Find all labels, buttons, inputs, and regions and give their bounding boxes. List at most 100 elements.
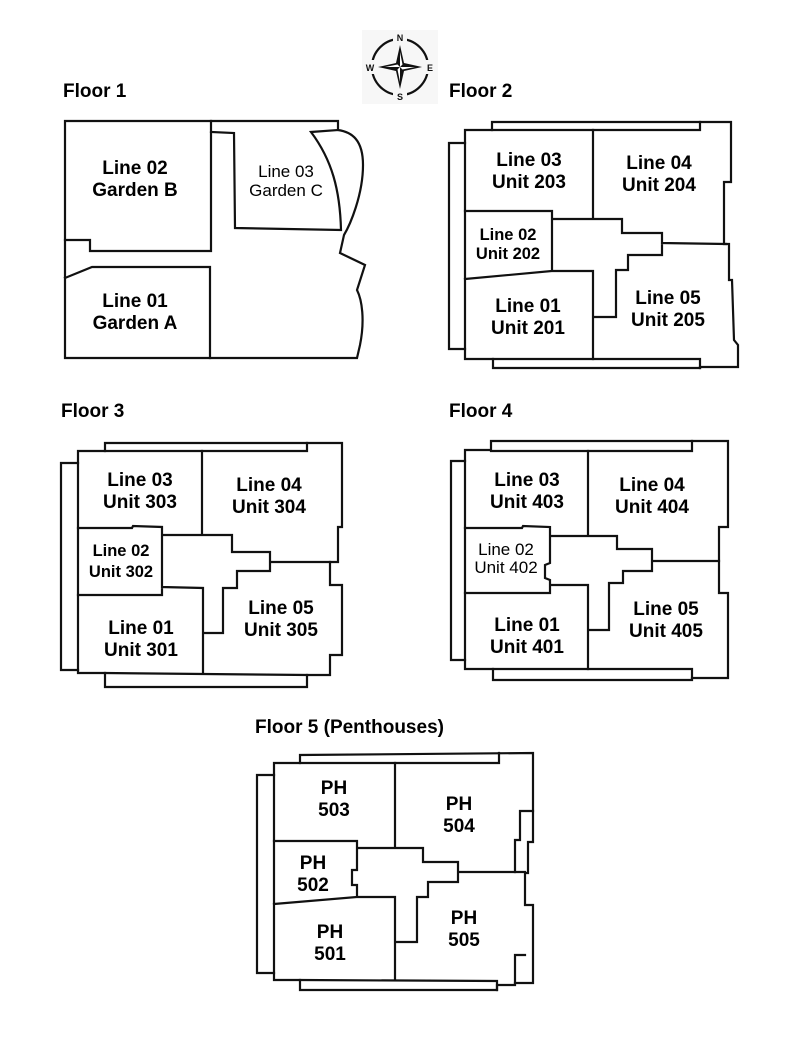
unit-label-garden-b: Line 02 Garden B bbox=[92, 158, 178, 201]
svg-text:Line 05: Line 05 bbox=[633, 599, 699, 620]
floor-2-outline bbox=[463, 120, 740, 370]
svg-text:Unit 201: Unit 201 bbox=[491, 318, 565, 339]
floor-4-outline bbox=[463, 439, 730, 682]
svg-text:505: 505 bbox=[448, 930, 480, 951]
svg-text:Garden B: Garden B bbox=[92, 180, 178, 201]
unit-label-404: Line 04 Unit 404 bbox=[615, 475, 689, 518]
svg-text:PH: PH bbox=[321, 778, 347, 799]
floor-3-plan: Floor 3 Line 03 Unit 303 Line 04 Unit 30… bbox=[59, 401, 344, 689]
svg-text:Line 05: Line 05 bbox=[635, 288, 701, 309]
balcony-bottom bbox=[491, 357, 702, 370]
svg-text:504: 504 bbox=[443, 816, 475, 837]
floor-title: Floor 4 bbox=[449, 401, 513, 422]
svg-text:Unit 301: Unit 301 bbox=[104, 640, 178, 661]
svg-text:Unit 203: Unit 203 bbox=[492, 172, 566, 193]
unit-label-205: Line 05 Unit 205 bbox=[631, 288, 705, 331]
unit-dividers bbox=[463, 128, 728, 361]
balcony-top bbox=[298, 751, 501, 765]
balcony-left bbox=[255, 773, 276, 975]
floor-3-outline bbox=[76, 441, 344, 689]
svg-text:PH: PH bbox=[300, 853, 326, 874]
svg-text:Unit 405: Unit 405 bbox=[629, 621, 703, 642]
floor-title: Floor 2 bbox=[449, 81, 512, 102]
compass-south-label: S bbox=[397, 92, 403, 102]
svg-text:Unit 305: Unit 305 bbox=[244, 620, 318, 641]
svg-text:PH: PH bbox=[451, 908, 477, 929]
unit-label-garden-a: Line 01 Garden A bbox=[93, 291, 178, 334]
unit-label-304: Line 04 Unit 304 bbox=[232, 475, 306, 518]
bay-window-right bbox=[513, 809, 535, 985]
svg-text:Unit 401: Unit 401 bbox=[490, 637, 564, 658]
svg-text:Garden C: Garden C bbox=[249, 181, 323, 200]
compass-north-label: N bbox=[397, 33, 404, 43]
unit-garden-c-outline bbox=[209, 128, 343, 232]
floor-title: Floor 1 bbox=[63, 81, 127, 102]
svg-text:Line 05: Line 05 bbox=[248, 598, 314, 619]
unit-label-301: Line 01 Unit 301 bbox=[104, 618, 178, 661]
svg-text:Unit 204: Unit 204 bbox=[622, 175, 696, 196]
balcony-left bbox=[59, 461, 80, 672]
svg-text:Line 03: Line 03 bbox=[258, 162, 314, 181]
svg-text:Line 02: Line 02 bbox=[102, 158, 167, 179]
svg-text:Line 02: Line 02 bbox=[478, 540, 534, 559]
unit-garden-a-outline bbox=[63, 265, 212, 360]
unit-garden-b-outline bbox=[63, 119, 213, 253]
unit-label-203: Line 03 Unit 203 bbox=[492, 150, 566, 193]
svg-text:PH: PH bbox=[317, 922, 343, 943]
svg-text:Line 03: Line 03 bbox=[496, 150, 561, 171]
balcony-bottom bbox=[298, 978, 499, 992]
unit-label-garden-c: Line 03 Garden C bbox=[249, 162, 323, 200]
unit-label-402: Line 02 Unit 402 bbox=[474, 540, 537, 577]
svg-text:Line 02: Line 02 bbox=[93, 542, 150, 560]
balcony-top bbox=[489, 439, 694, 453]
unit-dividers bbox=[76, 449, 332, 675]
balcony-left bbox=[449, 459, 467, 662]
svg-text:Unit 304: Unit 304 bbox=[232, 497, 306, 518]
svg-text:Line 03: Line 03 bbox=[107, 470, 172, 491]
unit-label-401: Line 01 Unit 401 bbox=[490, 615, 564, 658]
svg-text:Unit 302: Unit 302 bbox=[89, 563, 153, 581]
unit-label-405: Line 05 Unit 405 bbox=[629, 599, 703, 642]
floor-4-plan: Floor 4 Line 03 Unit 403 Line 04 Unit 40… bbox=[449, 401, 730, 682]
compass-rose-icon: N E S W bbox=[362, 30, 438, 104]
svg-text:PH: PH bbox=[446, 794, 472, 815]
unit-label-ph501: PH 501 bbox=[314, 922, 346, 965]
compass-west-label: W bbox=[366, 63, 375, 73]
svg-text:Garden A: Garden A bbox=[93, 313, 178, 334]
unit-label-303: Line 03 Unit 303 bbox=[103, 470, 177, 513]
balcony-bottom bbox=[103, 671, 309, 677]
unit-label-305: Line 05 Unit 305 bbox=[244, 598, 318, 641]
svg-text:Line 04: Line 04 bbox=[619, 475, 685, 496]
svg-text:Line 01: Line 01 bbox=[494, 615, 560, 636]
unit-label-201: Line 01 Unit 201 bbox=[491, 296, 565, 339]
svg-text:Unit 202: Unit 202 bbox=[476, 245, 540, 263]
svg-text:Line 04: Line 04 bbox=[626, 153, 692, 174]
balcony-left bbox=[447, 141, 467, 351]
unit-label-ph503: PH 503 bbox=[318, 778, 350, 821]
compass-east-label: E bbox=[427, 63, 433, 73]
floor-1-outline bbox=[63, 119, 367, 360]
svg-text:Line 03: Line 03 bbox=[494, 470, 559, 491]
svg-text:Line 01: Line 01 bbox=[102, 291, 168, 312]
unit-label-ph502: PH 502 bbox=[297, 853, 329, 896]
svg-text:Unit 303: Unit 303 bbox=[103, 492, 177, 513]
svg-text:Line 01: Line 01 bbox=[108, 618, 174, 639]
svg-text:Line 01: Line 01 bbox=[495, 296, 561, 317]
svg-text:Unit 404: Unit 404 bbox=[615, 497, 689, 518]
svg-text:Unit 403: Unit 403 bbox=[490, 492, 564, 513]
svg-text:501: 501 bbox=[314, 944, 346, 965]
unit-label-202: Line 02 Unit 202 bbox=[476, 226, 540, 263]
balcony-bottom bbox=[491, 667, 694, 680]
unit-label-403: Line 03 Unit 403 bbox=[490, 470, 564, 513]
svg-text:Unit 205: Unit 205 bbox=[631, 310, 705, 331]
unit-label-ph504: PH 504 bbox=[443, 794, 475, 837]
floor-title: Floor 5 (Penthouses) bbox=[255, 717, 444, 738]
floor-5-plan: Floor 5 (Penthouses) PH 503 PH 504 PH 50… bbox=[255, 717, 535, 992]
floor-title: Floor 3 bbox=[61, 401, 124, 422]
svg-text:Unit 402: Unit 402 bbox=[474, 558, 537, 577]
floor-2-plan: Floor 2 Line 03 Unit 203 Line 04 Unit 20… bbox=[447, 81, 740, 370]
balcony-top bbox=[103, 441, 309, 453]
svg-text:Line 04: Line 04 bbox=[236, 475, 302, 496]
unit-dividers bbox=[272, 761, 527, 982]
